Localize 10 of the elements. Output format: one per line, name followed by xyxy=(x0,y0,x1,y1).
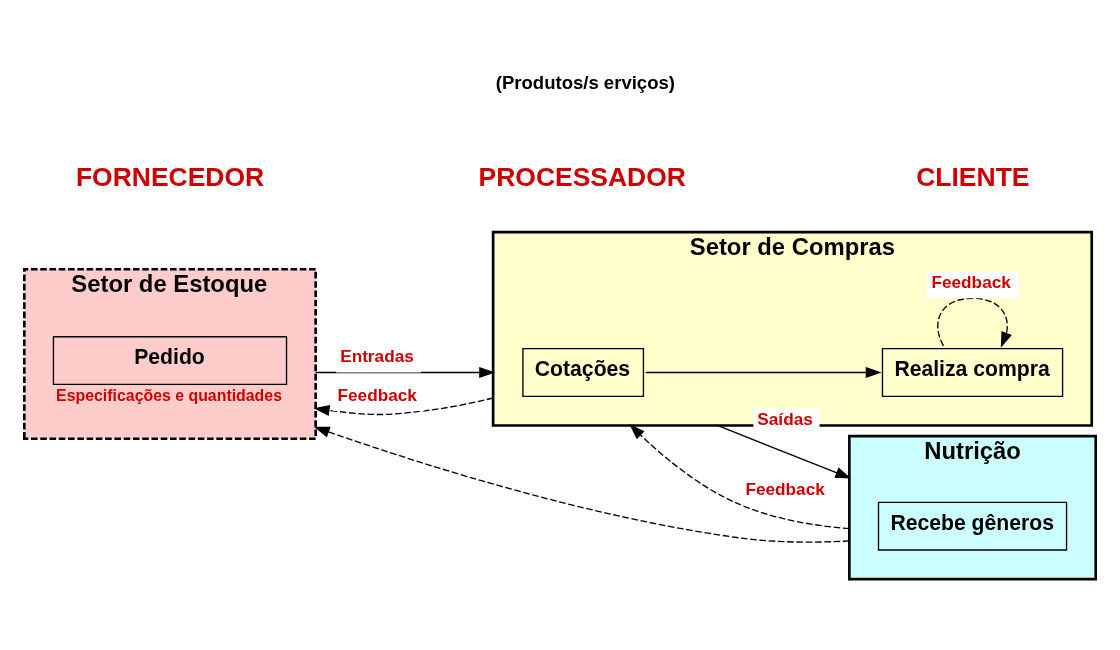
edge-label: Entradas xyxy=(340,345,414,366)
edge-label: Saídas xyxy=(757,408,813,429)
label: PROCESSADOR xyxy=(478,161,686,192)
label: CLIENTE xyxy=(916,161,1030,192)
label: (Produtos/s erviços) xyxy=(495,71,675,93)
label: FORNECEDOR xyxy=(75,161,265,192)
edge-label: Feedback xyxy=(337,384,417,405)
edge-label: Feedback xyxy=(745,478,825,499)
edge-label: Feedback xyxy=(931,271,1011,292)
node-label: Especificações e quantidades xyxy=(56,386,282,404)
